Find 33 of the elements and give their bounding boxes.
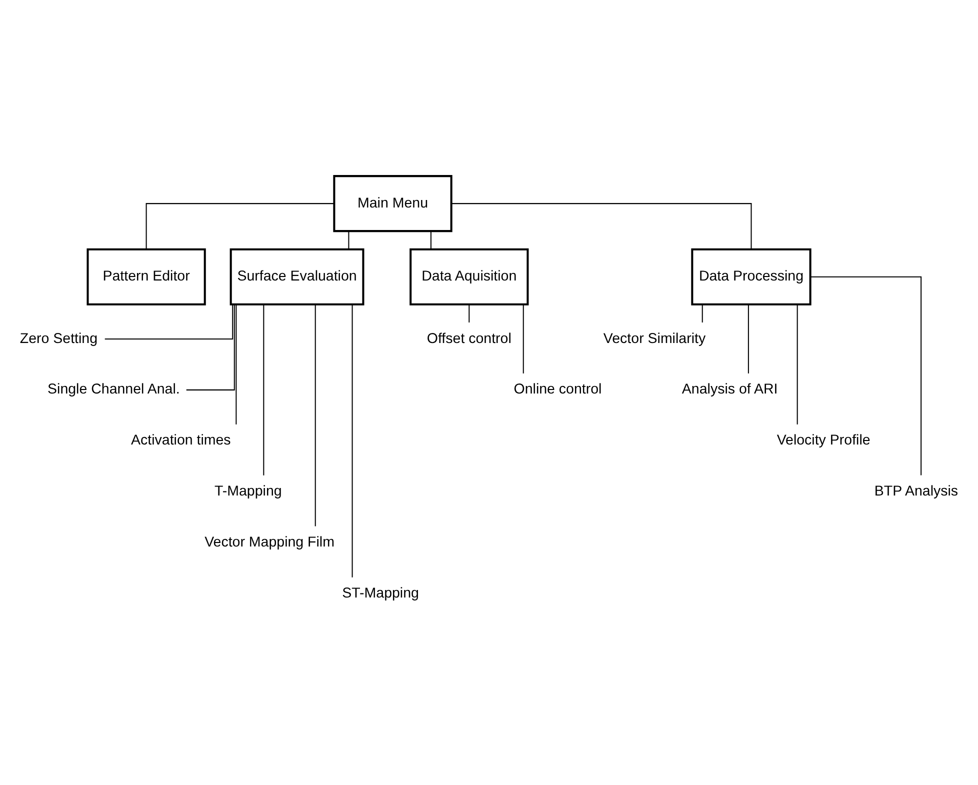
node-text: T-Mapping xyxy=(214,483,282,500)
node-text: Zero Setting xyxy=(20,330,98,346)
connector xyxy=(430,230,432,249)
node-box: Surface Evaluation xyxy=(230,248,364,305)
node-text: Vector Mapping Film xyxy=(204,534,334,550)
connector xyxy=(810,276,922,475)
node-text: Offset control xyxy=(426,330,512,346)
node-text: ST-Mapping xyxy=(342,584,419,601)
connector xyxy=(702,304,703,322)
connector xyxy=(796,304,798,424)
node-text: Velocity Profile xyxy=(776,432,870,448)
connector xyxy=(352,304,353,577)
node-box: Data Aquisition xyxy=(410,248,529,305)
connector xyxy=(186,304,235,390)
node-text: Single Channel Anal. xyxy=(48,381,180,398)
node-text: Analysis of ARI xyxy=(682,381,778,398)
connector xyxy=(522,304,524,373)
node-box: Pattern Editor xyxy=(86,248,206,305)
node-text: Vector Similarity xyxy=(603,330,706,346)
node-text: Activation times xyxy=(131,432,231,448)
node-text: BTP Analysis xyxy=(874,483,958,500)
node-box: Main Menu xyxy=(333,174,452,232)
connector xyxy=(314,304,316,526)
connector xyxy=(146,202,334,249)
connector xyxy=(104,304,234,340)
node-text: Online control xyxy=(514,381,602,398)
connector xyxy=(748,304,749,373)
connector xyxy=(263,304,264,475)
connector xyxy=(468,304,470,322)
connector xyxy=(236,304,237,424)
connector xyxy=(348,230,350,249)
node-box: Data Processing xyxy=(691,248,812,305)
connector xyxy=(452,202,752,249)
